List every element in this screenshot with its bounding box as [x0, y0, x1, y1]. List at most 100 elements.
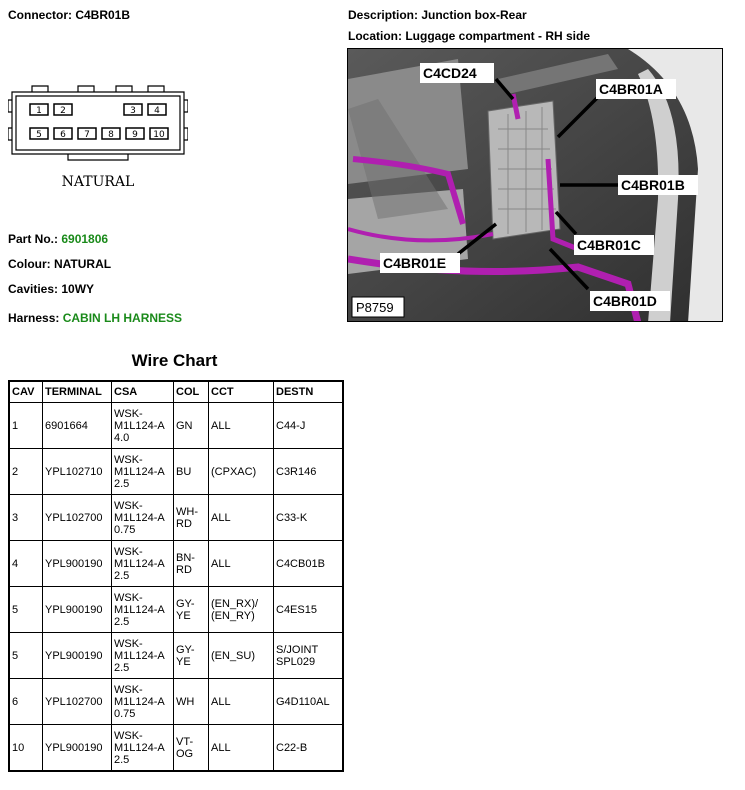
cell-cav: 6	[8, 678, 43, 725]
connector-pin	[149, 127, 169, 140]
cell-destn: C44-J	[273, 402, 344, 449]
callout-c4br01d: C4BR01D	[593, 293, 657, 309]
cell-cav: 5	[8, 586, 43, 633]
callout-c4br01a: C4BR01A	[599, 81, 663, 97]
connector-pin	[125, 127, 145, 140]
location-photo: C4CD24 C4BR01A C4BR01B C4BR01C C4BR01E C…	[347, 48, 723, 322]
connector-pin-number: 5	[36, 130, 42, 140]
connector-pin	[53, 103, 73, 116]
callout-c4cd24: C4CD24	[423, 65, 477, 81]
cell-csa: WSK-M1L124-A 2.5	[111, 540, 174, 587]
connector-pin	[29, 127, 49, 140]
diagram-caption: NATURAL	[62, 174, 135, 190]
connector-pin-number: 6	[60, 130, 66, 140]
cell-cct: ALL	[208, 724, 274, 772]
wire-chart-header-row: CAV TERMINAL CSA COL CCT DESTN	[8, 380, 344, 403]
header-destn: DESTN	[273, 380, 344, 403]
cell-col: GN	[173, 402, 209, 449]
cell-col: GY-YE	[173, 586, 209, 633]
cell-terminal: YPL102710	[42, 448, 112, 495]
connector-pin-number: 1	[36, 106, 42, 116]
harness: Harness: CABIN LH HARNESS	[8, 311, 182, 325]
connector-pin	[101, 127, 121, 140]
cell-csa: WSK-M1L124-A 0.75	[111, 494, 174, 541]
harness-label: Harness:	[8, 311, 63, 325]
cell-csa: WSK-M1L124-A 0.75	[111, 678, 174, 725]
cell-cav: 3	[8, 494, 43, 541]
connector-pin	[29, 103, 49, 116]
cell-terminal: 6901664	[42, 402, 112, 449]
cell-destn: S/JOINT SPL029	[273, 632, 344, 679]
connector-pin-number: 9	[132, 130, 138, 140]
cell-cav: 4	[8, 540, 43, 587]
cell-destn: C4CB01B	[273, 540, 344, 587]
connector-pin	[123, 103, 143, 116]
connector-pin-number: 8	[108, 130, 114, 140]
cell-cav: 5	[8, 632, 43, 679]
connector-pin-number: 4	[154, 106, 160, 116]
connector-pin	[77, 127, 97, 140]
callout-c4br01c: C4BR01C	[577, 237, 641, 253]
header-cav: CAV	[8, 380, 43, 403]
cell-cct: ALL	[208, 540, 274, 587]
cell-csa: WSK-M1L124-A 2.5	[111, 586, 174, 633]
cell-terminal: YPL900190	[42, 586, 112, 633]
cell-csa: WSK-M1L124-A 2.5	[111, 632, 174, 679]
header-terminal: TERMINAL	[42, 380, 112, 403]
cell-terminal: YPL102700	[42, 494, 112, 541]
location-photo-illustration: C4CD24 C4BR01A C4BR01B C4BR01C C4BR01E C…	[348, 49, 722, 321]
part-no: Part No.: 6901806	[8, 232, 108, 246]
connector-pin-number: 3	[130, 106, 136, 116]
cell-destn: C3R146	[273, 448, 344, 495]
location-label: Location: Luggage compartment - RH side	[348, 29, 591, 43]
cell-terminal: YPL900190	[42, 540, 112, 587]
cell-cav: 1	[8, 402, 43, 449]
cell-col: VT-OG	[173, 724, 209, 772]
cell-csa: WSK-M1L124-A 2.5	[111, 724, 174, 772]
cell-cct: ALL	[208, 494, 274, 541]
part-no-label: Part No.:	[8, 232, 62, 246]
description-label: Description: Junction box-Rear	[348, 8, 527, 22]
cell-terminal: YPL900190	[42, 724, 112, 772]
header-col: COL	[173, 380, 209, 403]
cell-cct: (EN_SU)	[208, 632, 274, 679]
cell-col: BN-RD	[173, 540, 209, 587]
connector-pin-number: 2	[60, 106, 66, 116]
harness-value[interactable]: CABIN LH HARNESS	[62, 311, 183, 325]
photo-ref: P8759	[356, 300, 394, 315]
connector-pin-number: 7	[84, 130, 90, 140]
cell-cav: 2	[8, 448, 43, 495]
cell-col: BU	[173, 448, 209, 495]
cell-cct: (EN_RX)/ (EN_RY)	[208, 586, 274, 633]
callout-c4br01b: C4BR01B	[621, 177, 685, 193]
cell-cct: ALL	[208, 402, 274, 449]
cell-csa: WSK-M1L124-A 2.5	[111, 448, 174, 495]
cell-cct: (CPXAC)	[208, 448, 274, 495]
cell-col: WH-RD	[173, 494, 209, 541]
cell-terminal: YPL900190	[42, 632, 112, 679]
connector-pin	[147, 103, 167, 116]
part-no-value[interactable]: 6901806	[61, 232, 109, 246]
cell-cav: 10	[8, 724, 43, 772]
colour-label: Colour: NATURAL	[8, 257, 112, 271]
connector-face-diagram: 1 2 3 4 5 6 7 8 9 10 NATURAL	[8, 85, 188, 190]
connector-pin	[53, 127, 73, 140]
wire-chart-title: Wire Chart	[131, 351, 218, 370]
cell-destn: G4D110AL	[273, 678, 344, 725]
cell-destn: C4ES15	[273, 586, 344, 633]
connector-pin-number: 10	[153, 130, 165, 140]
cavities-label: Cavities: 10WY	[8, 282, 95, 296]
cell-cct: ALL	[208, 678, 274, 725]
cell-destn: C33-K	[273, 494, 344, 541]
header-cct: CCT	[208, 380, 274, 403]
cell-csa: WSK-M1L124-A 4.0	[111, 402, 174, 449]
